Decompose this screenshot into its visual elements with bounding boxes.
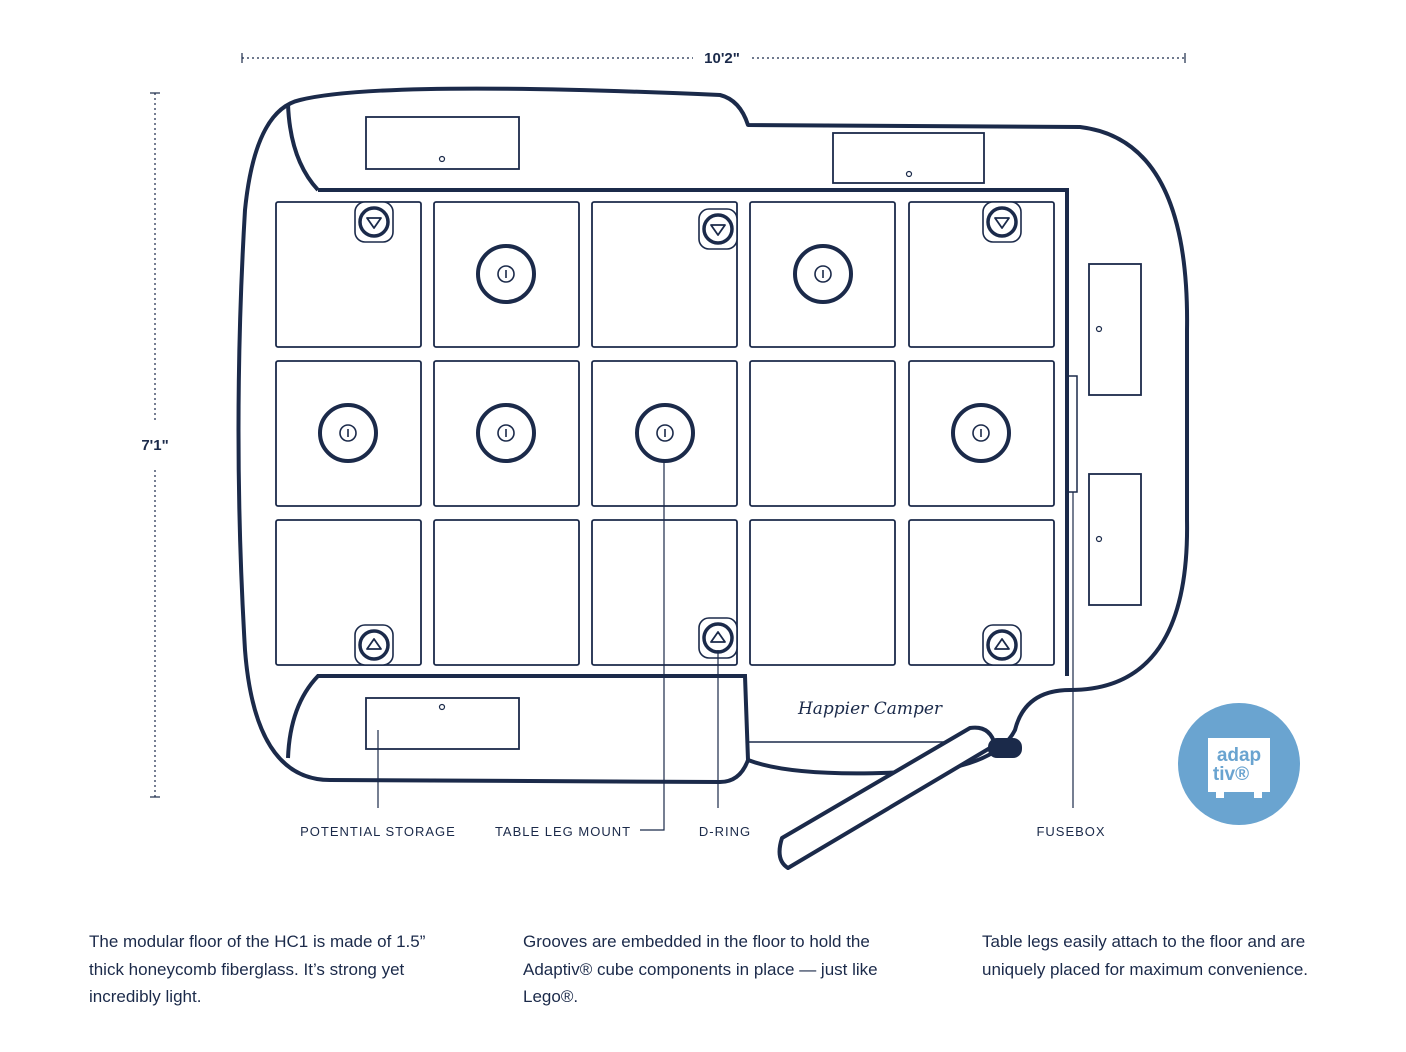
width-label: 10'2" [704, 50, 740, 67]
triangle-down-icon [710, 224, 726, 236]
caption-table-legs: Table legs easily attach to the floor an… [982, 932, 1309, 979]
d-ring-icon [702, 213, 734, 245]
floor-tile [433, 519, 580, 666]
mount-center-icon [814, 265, 832, 283]
logo-line-1: adap [1217, 745, 1261, 766]
width-dimension: 10'2" [241, 50, 1186, 67]
potential-storage-label: POTENTIAL STORAGE [300, 824, 456, 839]
triangle-down-icon [994, 217, 1010, 229]
d-ring-icon [358, 629, 390, 661]
floor-tile [275, 360, 422, 507]
triangle-down-icon [366, 217, 382, 229]
d-ring-icon [986, 206, 1018, 238]
floor-tile [591, 201, 738, 348]
floor-tile [749, 519, 896, 666]
mount-center-icon [339, 424, 357, 442]
height-label: 7'1" [141, 437, 168, 454]
mount-center-icon [497, 265, 515, 283]
adaptiv-logo: adap tiv® [1178, 703, 1300, 825]
bottom-left-wall [286, 674, 750, 761]
floor-tile [908, 360, 1055, 507]
door [748, 725, 1022, 870]
mount-center-icon [497, 424, 515, 442]
floor-tile [908, 201, 1055, 348]
triangle-up-icon [366, 638, 382, 650]
storage-box [1088, 473, 1142, 606]
floor-tile [908, 519, 1055, 666]
floor-tile [749, 360, 896, 507]
height-dimension: 7'1" [141, 92, 169, 798]
floor-tile [749, 201, 896, 348]
table-leg-mount-label: TABLE LEG MOUNT [495, 824, 631, 839]
storage-box [1088, 263, 1142, 396]
brand-wordmark: Happier Camper [797, 699, 943, 719]
floor-tile [275, 201, 422, 348]
storage-box [832, 132, 985, 184]
mount-center-icon [972, 424, 990, 442]
d-ring-label: D-RING [699, 824, 751, 839]
floor-tile [433, 360, 580, 507]
fusebox-label: FUSEBOX [1036, 824, 1105, 839]
floor-tile [433, 201, 580, 348]
table-leg-leader [640, 460, 665, 831]
triangle-up-icon [710, 631, 726, 643]
floor-outline [318, 188, 1069, 676]
fuse-rail [1067, 375, 1078, 493]
d-ring-icon [986, 629, 1018, 661]
triangle-up-icon [994, 638, 1010, 650]
top-left-wall [286, 103, 320, 192]
caption-grooves: Grooves are embedded in the floor to hol… [523, 932, 878, 1006]
mount-center-icon [656, 424, 674, 442]
floor-tile [275, 519, 422, 666]
d-ring-icon [702, 622, 734, 654]
floor-grid [275, 201, 1055, 666]
storage-box [365, 697, 520, 750]
caption-floor-material: The modular floor of the HC1 is made of … [89, 932, 426, 1006]
d-ring-icon [358, 206, 390, 238]
storage-box [365, 116, 520, 170]
logo-line-2: tiv® [1213, 764, 1249, 785]
